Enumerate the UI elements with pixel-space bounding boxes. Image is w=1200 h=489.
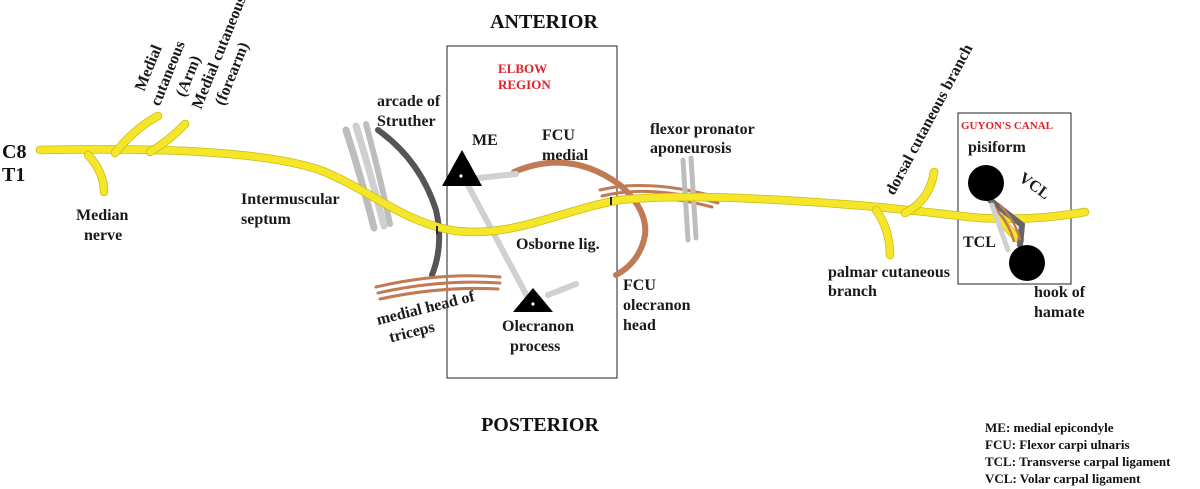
olecranon-process-label: Olecranon — [502, 318, 574, 335]
flexor-pronator-label-2: aponeurosis — [650, 140, 732, 157]
guyon-canal-box — [957, 112, 1072, 285]
fcu-olecranon-label-2: olecranon — [623, 297, 691, 314]
intermuscular-septum-label: Intermuscular — [241, 191, 340, 208]
legend-item-me: ME: medial epicondyle — [985, 420, 1114, 435]
anterior-heading: ANTERIOR — [490, 11, 598, 33]
hamate-bone — [1009, 245, 1045, 281]
legend-item-tcl: TCL: Transverse carpal ligament — [985, 454, 1171, 469]
hook-of-hamate-label: hook of — [1034, 284, 1086, 301]
tcl-label: TCL — [963, 234, 996, 251]
palmar-cutaneous-branch-label-2: branch — [828, 283, 877, 300]
medial-head-triceps-shape — [374, 274, 502, 301]
median-nerve-label-2: nerve — [84, 227, 122, 244]
arcade-of-struthers-label-2: Struther — [377, 113, 436, 130]
hook-of-hamate-label-2: hamate — [1034, 304, 1085, 321]
legend-item-fcu: FCU: Flexor carpi ulnaris — [985, 437, 1130, 452]
t1-label: T1 — [2, 164, 25, 186]
fcu-olecranon-label: FCU — [623, 277, 656, 294]
medial-epicondyle-label: ME — [472, 132, 498, 149]
palmar-cutaneous-branch-label: palmar cutaneous — [828, 264, 950, 281]
arcade-of-struthers-shape — [375, 127, 443, 278]
elbow-region-label: ELBOW — [498, 61, 547, 76]
guyon-canal-label: GUYON'S CANAL — [961, 120, 1053, 132]
vcl-label: VCL — [1016, 169, 1053, 203]
osborne-ligament-shape — [459, 171, 579, 301]
medial-epicondyle-bone — [442, 150, 482, 186]
olecranon-dot — [531, 302, 535, 306]
olecranon-process-label-2: process — [510, 338, 560, 355]
intermuscular-septum-label-2: septum — [241, 211, 291, 228]
intermuscular-septum-shape — [342, 121, 393, 232]
arcade-of-struthers-label: arcade of — [377, 93, 441, 110]
osborne-ligament-label: Osborne lig. — [516, 236, 600, 253]
olecranon-bone — [513, 288, 553, 312]
flexor-pronator-label: flexor pronator — [650, 121, 755, 138]
elbow-region-label-2: REGION — [498, 77, 551, 92]
fcu-medial-label: FCU — [542, 127, 575, 144]
ulnar-nerve — [35, 111, 1090, 260]
pisiform-bone — [968, 165, 1004, 201]
elbow-region-box — [446, 45, 618, 379]
pisiform-label: pisiform — [968, 139, 1026, 156]
guyon-structures — [987, 197, 1026, 253]
median-nerve-label: Median — [76, 207, 129, 224]
legend-item-vcl: VCL: Volar carpal ligament — [985, 471, 1141, 486]
medial-epicondyle-dot — [459, 174, 463, 178]
posterior-heading: POSTERIOR — [481, 414, 599, 436]
c8-label: C8 — [2, 141, 26, 163]
fcu-olecranon-label-3: head — [623, 317, 656, 334]
fcu-medial-label-2: medial — [542, 147, 589, 164]
